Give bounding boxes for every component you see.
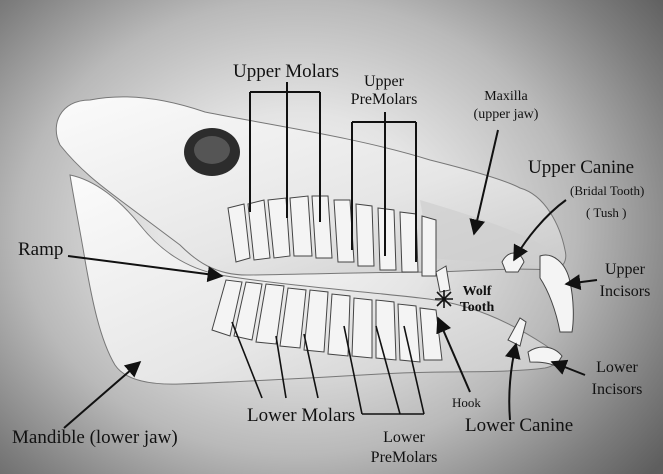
wolf-tooth-star [435,290,453,308]
upper-incisors [539,254,574,333]
label-lower-premolars: Lower PreMolars [362,430,446,466]
label-lower-molars: Lower Molars [247,405,356,426]
label-lower-incisors-line2: Incisors [591,381,643,398]
arrow-lower-canine [504,342,521,421]
label-lower-premolars-line1: Lower [383,429,425,446]
pointer-arrows [63,129,598,429]
label-mandible: Mandible (lower jaw) [12,427,178,448]
label-lower-premolars-line2: PreMolars [370,449,438,466]
label-bridal-tooth: (Bridal Tooth) [570,183,645,198]
label-wolf-tooth-line2: Tooth [459,300,495,315]
upper-teeth [227,195,437,277]
label-wolf-tooth: Wolf Tooth [454,285,500,315]
wolf-tooth [435,265,451,293]
arrow-upper-canine [513,199,567,262]
label-upper-premolars-line2: PreMolars [350,91,418,108]
label-maxilla-line2: (upper jaw) [473,107,539,122]
arrow-upper-incisors [564,274,598,291]
arrow-maxilla [469,129,499,236]
arrow-mandible [63,360,142,429]
label-lower-incisors-line1: Lower [596,359,638,376]
label-upper-incisors-line1: Upper [605,261,645,278]
label-ramp: Ramp [18,239,64,260]
label-hook: Hook [452,395,481,410]
label-wolf-tooth-line1: Wolf [462,284,492,299]
label-maxilla: Maxilla (upper jaw) [465,90,547,122]
bracket-upper-molars [249,82,321,222]
arrow-lower-incisors [550,359,586,376]
label-upper-canine: Upper Canine [528,157,635,178]
bracket-lower-molars [231,321,319,399]
label-upper-premolars-line1: Upper [364,73,404,90]
arrow-hook [436,316,471,393]
label-upper-premolars: Upper PreMolars [346,74,422,108]
lower-teeth [211,279,443,363]
label-maxilla-line1: Maxilla [484,89,528,104]
arrow-ramp [67,255,224,283]
label-upper-molars: Upper Molars [233,61,340,82]
label-lower-canine: Lower Canine [465,415,574,436]
bracket-upper-premolars [351,112,417,262]
label-lower-incisors: Lower Incisors [586,360,648,398]
label-upper-incisors-line2: Incisors [599,283,651,300]
bracket-lower-premolars [343,325,425,415]
label-upper-incisors: Upper Incisors [594,262,656,300]
label-tush: ( Tush ) [586,205,627,220]
